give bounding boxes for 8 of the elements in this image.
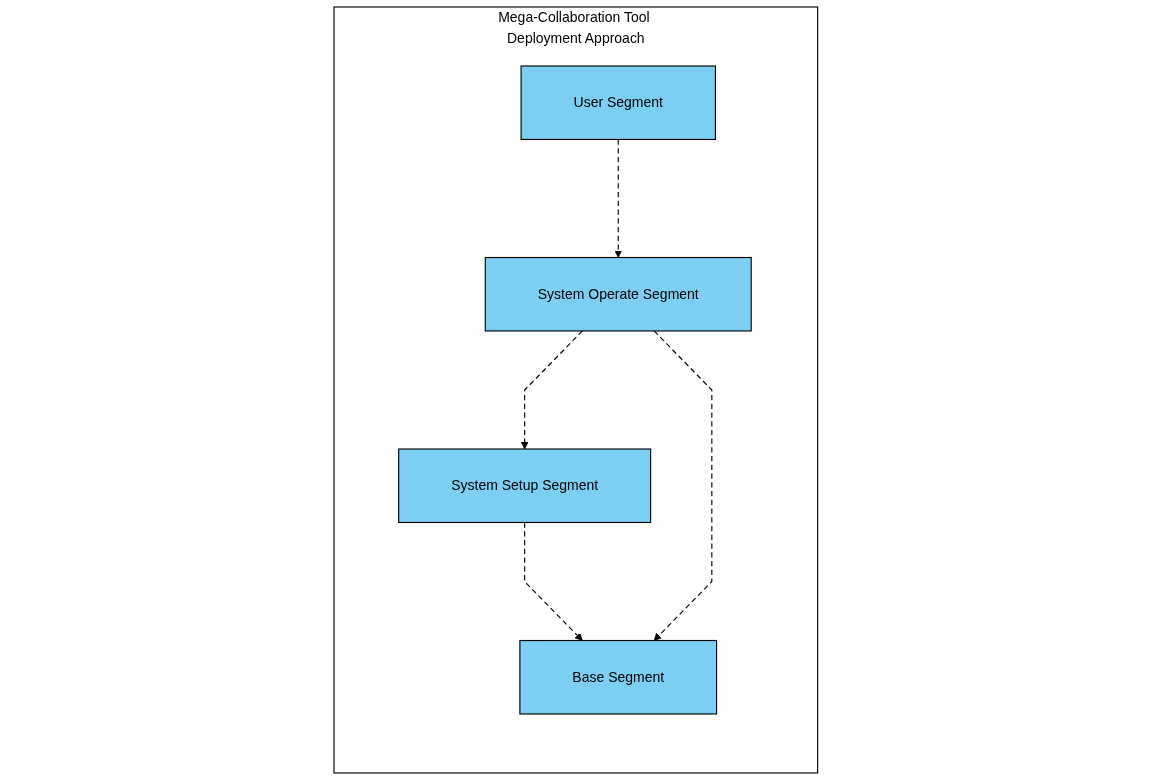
arrow xyxy=(653,330,713,641)
arrow xyxy=(524,521,583,641)
arrow xyxy=(614,138,623,258)
node-box: Base Segment xyxy=(519,639,718,715)
arrow xyxy=(521,330,584,450)
node-box: User Segment xyxy=(520,65,717,141)
node-box: System Setup Segment xyxy=(398,448,652,524)
node-box: System Operate Segment xyxy=(484,256,752,332)
